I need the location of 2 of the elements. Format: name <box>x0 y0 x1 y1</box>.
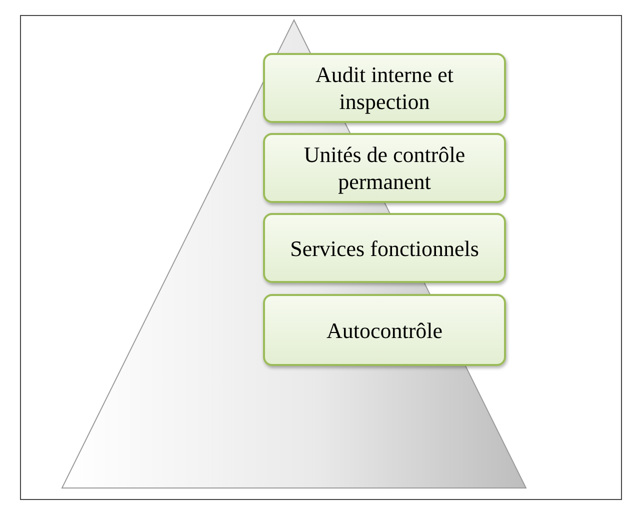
level-box: Audit interne et inspection <box>263 53 506 123</box>
level-box: Unités de contrôle permanent <box>263 133 506 203</box>
